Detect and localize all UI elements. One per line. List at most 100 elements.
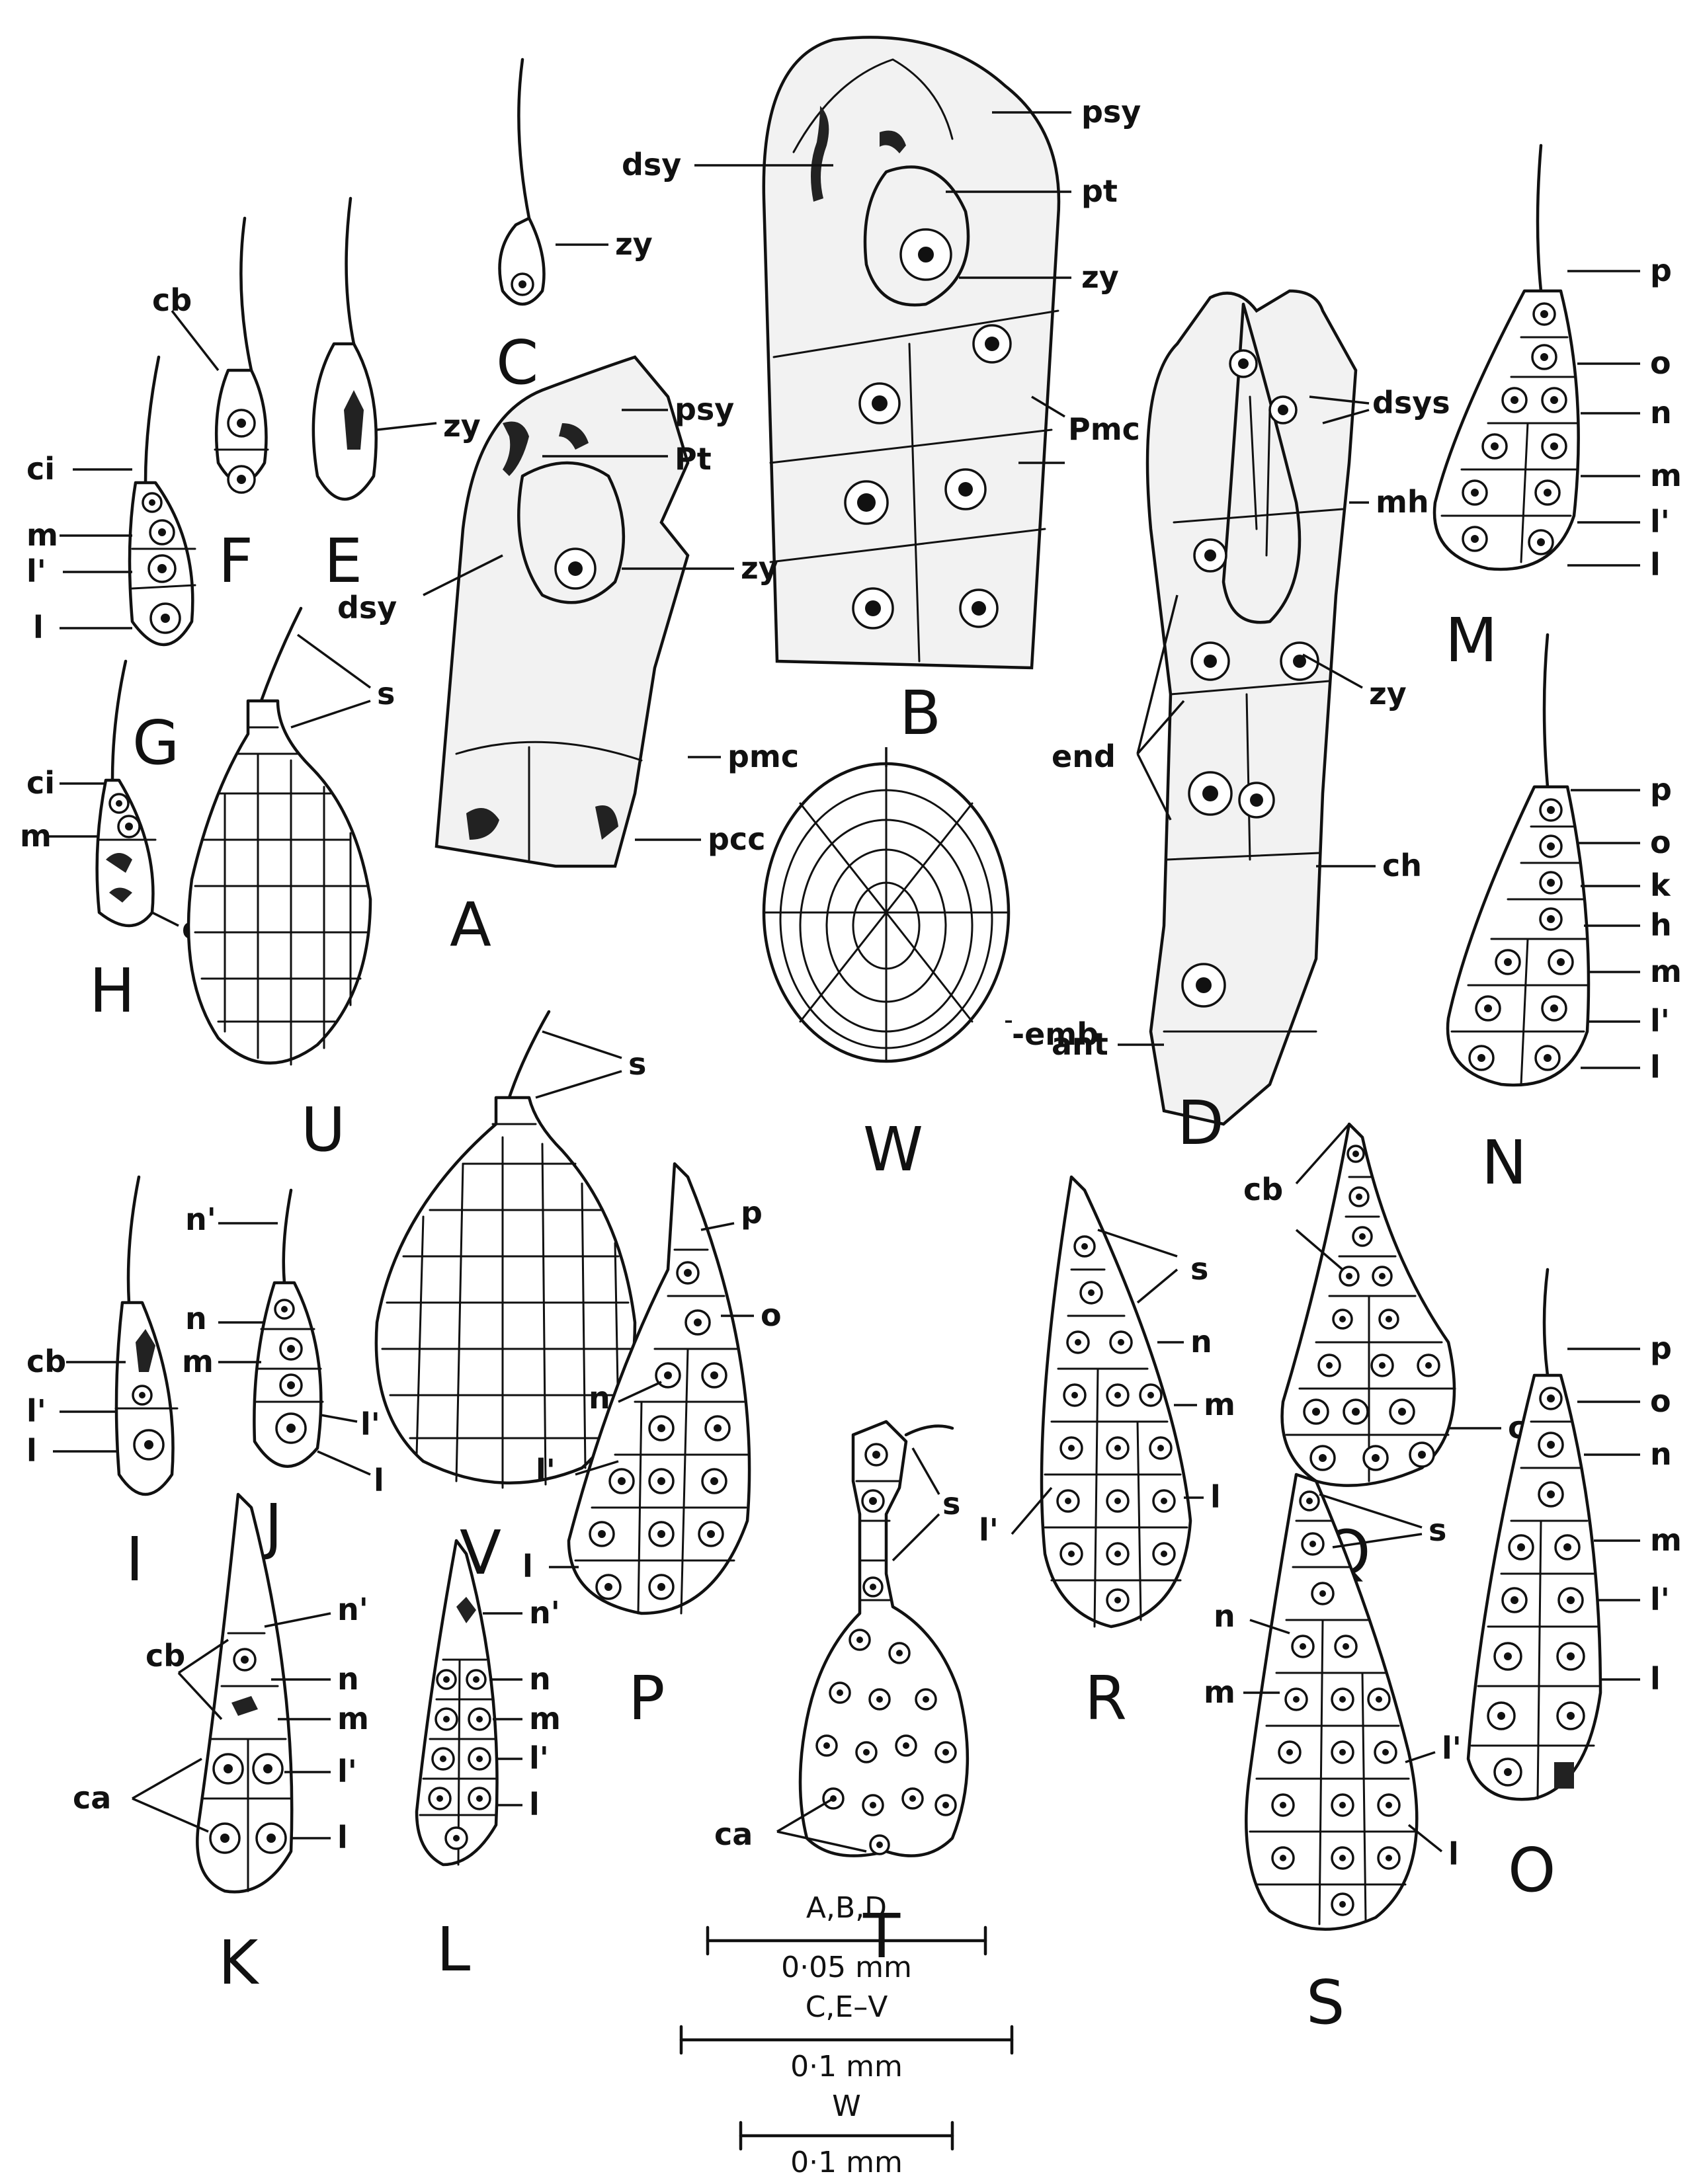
figure-n: p o k h m l' l N (1448, 635, 1682, 1198)
letter-u: U (301, 1094, 345, 1165)
label-ci-g: ci (26, 451, 55, 487)
letter-e: E (324, 526, 362, 596)
label-zy-d: zy (1369, 676, 1407, 711)
letter-g: G (132, 708, 179, 778)
letter-n: N (1481, 1127, 1527, 1198)
label-n-o: n (1650, 1436, 1672, 1472)
label-p-p: p (741, 1195, 763, 1231)
label-o-o: o (1650, 1383, 1671, 1419)
label-s-u: s (377, 676, 395, 711)
label-m-k: m (337, 1701, 369, 1736)
figure-i: cb l' l I (26, 1177, 177, 1595)
label-zy-a: zy (741, 550, 778, 586)
figure-w: -emb W (764, 747, 1098, 1185)
label-p-n: p (1650, 772, 1672, 807)
label-ant: ant (1052, 1026, 1108, 1062)
label-n-j: n (185, 1301, 207, 1336)
scale-bar-cev: C,E–V 0·1 mm (681, 1990, 1012, 2083)
letter-m: M (1445, 605, 1497, 676)
label-n-s: n (1214, 1598, 1235, 1634)
label-s-s: s (1429, 1512, 1446, 1548)
label-m-o: m (1650, 1522, 1682, 1558)
label-n1-l: n' (529, 1595, 560, 1631)
label-l-i: l (26, 1433, 37, 1469)
figure-u: s U (188, 608, 395, 1165)
figure-m: p o n m l' l M (1434, 145, 1682, 676)
letter-r: R (1085, 1663, 1127, 1734)
figure-g: ci m l' l G (26, 357, 195, 778)
label-dsy: dsy (622, 147, 681, 182)
label-l-n: l (1650, 1049, 1661, 1085)
label-pcc-a: pcc (708, 821, 765, 857)
label-l-s: l (1448, 1836, 1459, 1872)
label-zy: zy (1081, 259, 1119, 295)
scale-bar-w: W 0·1 mm (741, 2089, 952, 2179)
letter-k: K (218, 1927, 260, 1998)
label-psy-a: psy (675, 391, 734, 427)
letter-l: L (436, 1914, 470, 1985)
label-n-k: n (337, 1661, 359, 1697)
letter-i: I (126, 1524, 144, 1595)
scale-abd-top: A,B,D (806, 1891, 887, 1925)
label-l-g: l (33, 610, 44, 645)
figure-l: n' n m l' l L (417, 1541, 561, 1985)
label-l1-r: l' (979, 1512, 999, 1548)
label-m-r: m (1204, 1387, 1235, 1422)
label-l1-m: l' (1650, 504, 1670, 540)
figure-c: zy C (496, 60, 653, 398)
label-l-o: l (1650, 1661, 1661, 1697)
label-l-p: l (522, 1549, 533, 1584)
figure-a: psy Pt dsy zy pmc pcc A (337, 357, 799, 960)
label-cb-f: cb (152, 282, 192, 318)
label-l1-p: l' (536, 1453, 556, 1488)
letter-o: O (1508, 1835, 1555, 1906)
label-m-l: m (529, 1701, 561, 1736)
scale-w-top: W (832, 2089, 861, 2123)
scale-bar-abd: A,B,D 0·05 mm (708, 1891, 985, 1984)
label-s-t: s (942, 1486, 960, 1521)
letter-j: J (261, 1491, 282, 1562)
label-n-l: n (529, 1661, 551, 1697)
scale-cev-bottom: 0·1 mm (790, 2050, 903, 2083)
figure-j: n' n m l' l J (182, 1190, 384, 1562)
label-n1-k: n' (337, 1592, 368, 1627)
letter-h: H (89, 955, 135, 1026)
label-s-v: s (628, 1046, 646, 1082)
label-k-n: k (1650, 868, 1671, 903)
scale-w-bottom: 0·1 mm (790, 2146, 903, 2179)
label-cb-q: cb (1243, 1172, 1283, 1207)
letter-a: A (450, 889, 491, 960)
label-mh: mh (1376, 484, 1429, 520)
figure-k: n' n m l' l cb ca K (73, 1494, 369, 1998)
label-l-j: l (374, 1463, 384, 1498)
label-o-n: o (1650, 825, 1671, 860)
label-l1-n: l' (1650, 1003, 1670, 1039)
letter-d: D (1177, 1088, 1224, 1158)
figure-e: zy E (313, 198, 481, 596)
label-dsys: dsys (1372, 385, 1450, 421)
label-ca-t: ca (714, 1816, 753, 1852)
label-l1-o: l' (1650, 1582, 1670, 1617)
letter-s: S (1306, 1967, 1345, 2038)
label-o-p: o (761, 1297, 782, 1333)
label-pmc-a: pmc (727, 739, 799, 774)
label-end: end (1052, 739, 1116, 774)
label-p-m: p (1650, 253, 1672, 288)
label-m-m: m (1650, 458, 1682, 493)
label-pt: pt (1081, 173, 1118, 209)
label-zy-e: zy (443, 408, 481, 444)
label-l-m: l (1650, 547, 1661, 583)
scale-cev-top: C,E–V (806, 1990, 888, 2024)
label-l1-l: l' (529, 1740, 549, 1776)
label-l1-i: l' (26, 1393, 46, 1429)
figure-t: s ca T (714, 1422, 968, 1972)
letter-c: C (496, 327, 538, 398)
label-m-s: m (1204, 1674, 1235, 1710)
label-l1-s: l' (1442, 1730, 1462, 1766)
label-m-j: m (182, 1344, 214, 1379)
label-s-r: s (1190, 1251, 1208, 1287)
label-n-m: n (1650, 395, 1672, 430)
label-l1-g: l' (26, 553, 46, 589)
